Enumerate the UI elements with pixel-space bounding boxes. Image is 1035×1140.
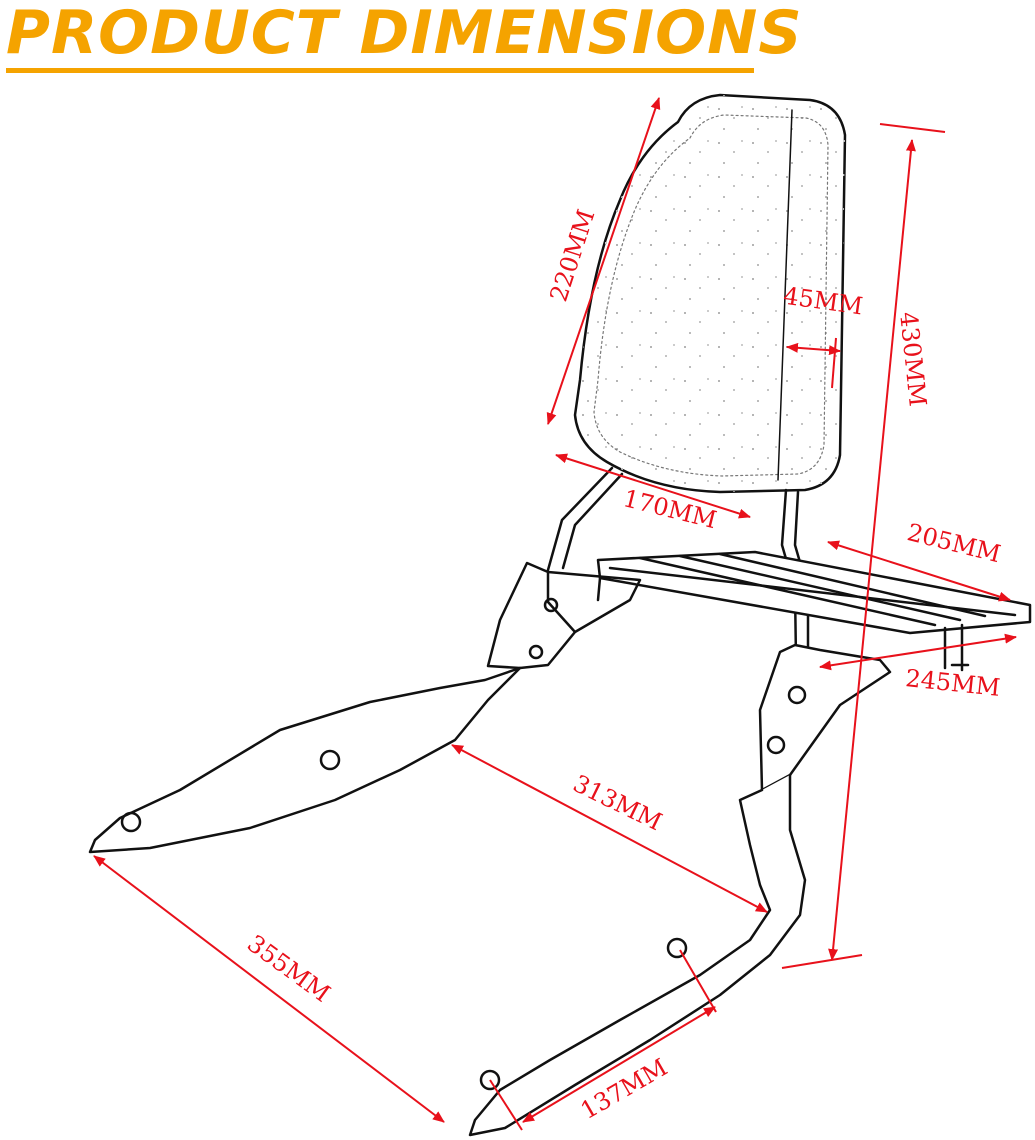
- dim-430-ext-top: [879, 123, 946, 133]
- dim-355-line: [93, 855, 445, 1123]
- page-title: PRODUCT DIMENSIONS: [6, 0, 803, 68]
- dim-220-line: [546, 97, 661, 425]
- label-rack-width: 205MM: [904, 518, 1003, 568]
- dim-137-ext-b: [489, 1079, 523, 1131]
- dim-137-ext-a: [679, 949, 717, 1013]
- dim-245-line: [819, 633, 1017, 671]
- dimension-lines: [93, 97, 1017, 1131]
- title-underline: [6, 68, 754, 73]
- label-total-height: 430MM: [894, 310, 932, 407]
- title-block: PRODUCT DIMENSIONS: [6, 0, 802, 78]
- dim-313-line: [451, 744, 768, 913]
- dim-205-line: [827, 540, 1011, 602]
- dim-170-line: [555, 453, 751, 519]
- label-side-length: 355MM: [242, 929, 335, 1007]
- right-side-plate: [468, 643, 892, 1137]
- dim-430-ext-bottom: [781, 954, 863, 969]
- dim-137-line: [522, 1006, 716, 1123]
- label-mount-spacing: 313MM: [569, 769, 667, 836]
- label-rack-length: 245MM: [904, 664, 1001, 702]
- left-side-plate: [88, 561, 642, 854]
